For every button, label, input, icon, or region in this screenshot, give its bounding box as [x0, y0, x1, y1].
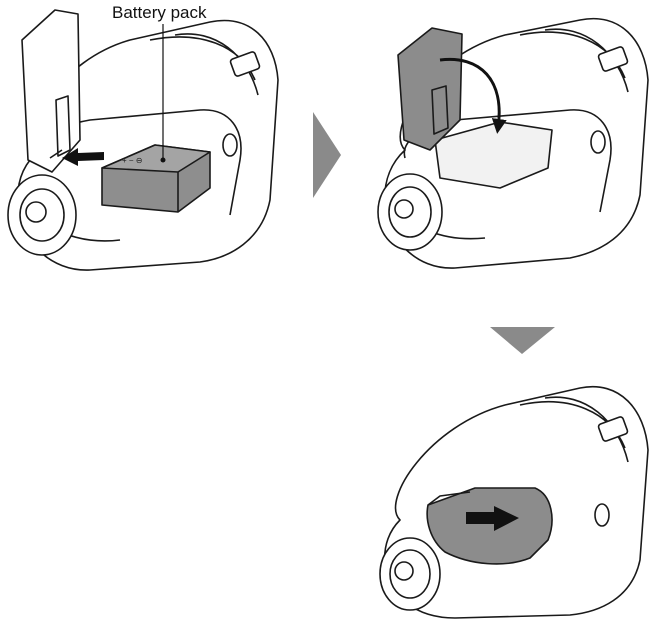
raised-cover-latch: [431, 85, 449, 135]
triangle-right-icon: [313, 112, 341, 198]
top-button: [597, 416, 629, 442]
step-insert-battery: + − ⊖: [7, 9, 279, 271]
open-cover: [21, 9, 81, 173]
battery-contacts: + − ⊖: [122, 156, 143, 165]
insert-arrow: [62, 148, 104, 166]
lens-center: [394, 199, 414, 219]
step-slide-cover: [379, 385, 649, 619]
slide-arrow: [466, 506, 519, 531]
side-port: [590, 130, 606, 154]
top-button: [597, 46, 629, 72]
lens-center: [25, 201, 47, 223]
lens-center: [394, 561, 414, 581]
battery-top-face: [101, 144, 211, 173]
close-cover-arrow: [439, 57, 507, 134]
side-port: [594, 503, 610, 527]
cover-hinge: [427, 491, 471, 506]
top-button: [229, 51, 261, 77]
open-cover-latch: [49, 95, 71, 159]
side-port: [222, 133, 238, 157]
step-close-cover: [377, 17, 649, 269]
battery-pack-label: Battery pack: [112, 3, 207, 22]
triangle-down-icon: [490, 327, 555, 354]
closed-cover: [426, 487, 553, 565]
